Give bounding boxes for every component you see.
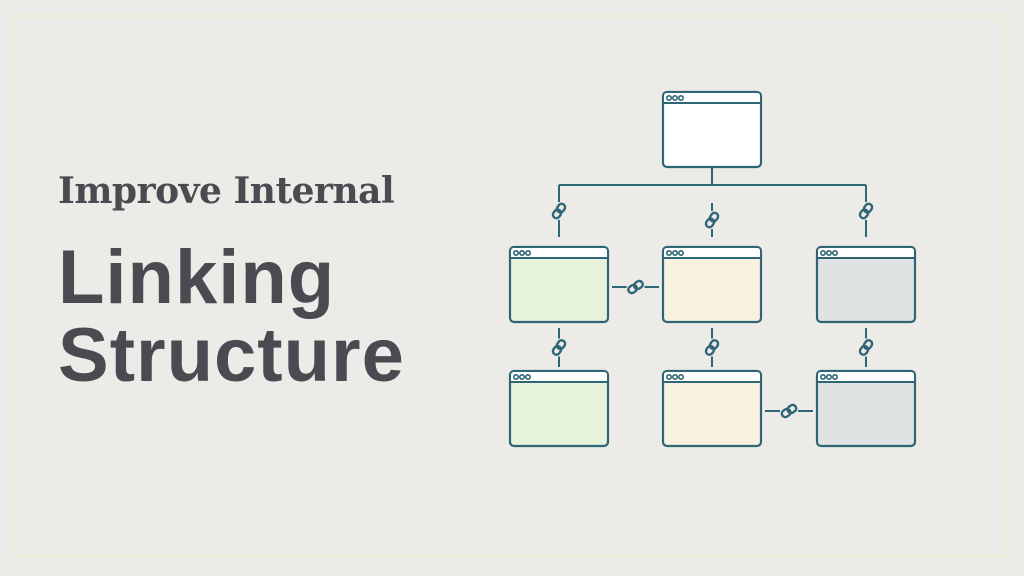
window-dot-icon <box>677 250 684 257</box>
link-icon-ring <box>862 202 874 214</box>
headline-line-2: Structure <box>58 313 405 398</box>
link-icon-ring <box>555 202 567 214</box>
page-node-root <box>661 90 763 169</box>
page-titlebar <box>664 93 760 103</box>
window-dot-icon <box>671 95 678 102</box>
page-body <box>661 245 763 324</box>
link-icon-ring <box>858 208 870 220</box>
link-icon-ring <box>708 211 720 223</box>
headline-line-1: Linking <box>58 235 336 320</box>
link-icon-ring <box>858 344 870 356</box>
link-icon-ring <box>632 279 644 291</box>
link-icon <box>551 339 567 356</box>
page-titlebar <box>511 248 607 258</box>
link-icon <box>627 279 644 295</box>
window-dot-icon <box>677 373 684 380</box>
page-body <box>815 369 917 448</box>
link-icon-ring <box>862 339 874 351</box>
page-body <box>815 245 917 324</box>
link-icon-ring <box>704 217 716 229</box>
page-titlebar <box>664 248 760 258</box>
window-dot-icon <box>671 373 678 380</box>
window-dot-icon <box>665 373 672 380</box>
link-icon-ring <box>551 208 563 220</box>
link-icon <box>858 202 874 220</box>
window-dot-icon <box>524 250 531 257</box>
window-dot-icon <box>518 373 525 380</box>
link-icon-ring <box>786 403 798 415</box>
link-icon-ring <box>555 339 567 351</box>
window-dot-icon <box>819 250 826 257</box>
window-dot-icon <box>677 95 684 102</box>
page-titlebar <box>818 248 914 258</box>
page-titlebar <box>818 372 914 382</box>
page-node-center-2 <box>661 369 763 448</box>
connector-lines <box>559 167 866 186</box>
link-icon-ring <box>704 344 716 356</box>
window-dot-icon <box>512 250 519 257</box>
link-icon-ring <box>551 344 563 356</box>
window-dot-icon <box>825 373 832 380</box>
page-body <box>508 245 610 324</box>
page-body <box>661 369 763 448</box>
page-node-center-1 <box>661 245 763 324</box>
link-icon <box>551 202 567 220</box>
page-node-left-1 <box>508 245 610 324</box>
link-icon <box>858 339 874 356</box>
decorative-frame <box>14 15 1008 558</box>
page-node-left-2 <box>508 369 610 448</box>
link-icon-ring <box>780 407 792 419</box>
window-dot-icon <box>831 373 838 380</box>
page-titlebar <box>664 372 760 382</box>
window-dot-icon <box>524 373 531 380</box>
window-dot-icon <box>665 250 672 257</box>
link-icon <box>704 211 720 229</box>
link-icon-ring <box>708 339 720 351</box>
page-node-right-1 <box>815 245 917 324</box>
window-dot-icon <box>825 250 832 257</box>
page-node-right-2 <box>815 369 917 448</box>
window-dot-icon <box>665 95 672 102</box>
window-dot-icon <box>512 373 519 380</box>
link-icon <box>780 403 798 419</box>
window-dot-icon <box>831 250 838 257</box>
page-body <box>508 369 610 448</box>
window-dot-icon <box>819 373 826 380</box>
link-icon-ring <box>627 283 639 295</box>
link-icon <box>704 339 720 356</box>
window-dot-icon <box>518 250 525 257</box>
subtitle: Improve Internal <box>58 170 395 212</box>
page-titlebar <box>511 372 607 382</box>
window-dot-icon <box>671 250 678 257</box>
page-body <box>661 90 763 169</box>
